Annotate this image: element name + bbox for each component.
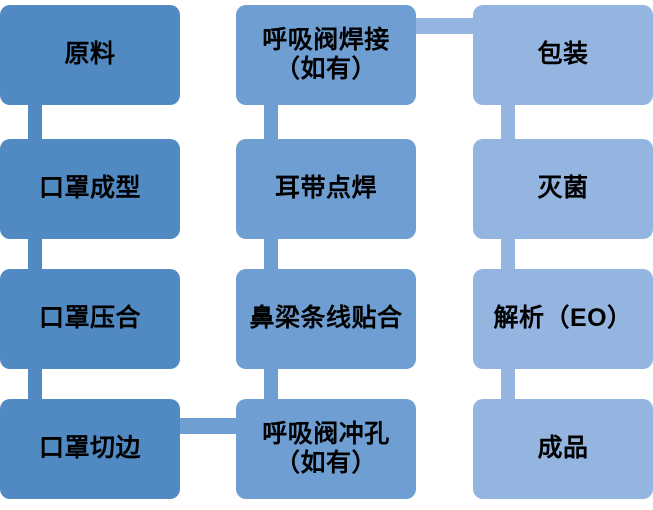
node-mask-pressing-label: 口罩压合 xyxy=(38,304,141,333)
node-packaging[interactable]: 包装 xyxy=(473,5,653,105)
node-desorption[interactable]: 解析（EO） xyxy=(473,269,653,369)
node-valve-punching-label: 呼吸阀冲孔 （如有） xyxy=(262,419,390,478)
connector-earloop-welding-to-nosewire-bonding xyxy=(264,233,278,271)
node-valve-welding[interactable]: 呼吸阀焊接 （如有） xyxy=(236,5,416,105)
node-raw-material[interactable]: 原料 xyxy=(0,5,180,105)
connector-mask-trimming-to-valve-punching xyxy=(180,418,238,434)
connector-desorption-to-finished-product xyxy=(501,363,515,401)
node-earloop-welding[interactable]: 耳带点焊 xyxy=(236,139,416,239)
node-earloop-welding-label: 耳带点焊 xyxy=(274,174,377,203)
node-finished-product[interactable]: 成品 xyxy=(473,399,653,499)
node-mask-forming-label: 口罩成型 xyxy=(38,174,141,203)
node-raw-material-label: 原料 xyxy=(64,40,116,69)
connector-nosewire-bonding-to-valve-punching xyxy=(264,363,278,401)
node-packaging-label: 包装 xyxy=(537,40,589,69)
node-mask-forming[interactable]: 口罩成型 xyxy=(0,139,180,239)
node-mask-pressing[interactable]: 口罩压合 xyxy=(0,269,180,369)
node-nosewire-bonding[interactable]: 鼻梁条线贴合 xyxy=(236,269,416,369)
node-valve-punching[interactable]: 呼吸阀冲孔 （如有） xyxy=(236,399,416,499)
node-desorption-label: 解析（EO） xyxy=(493,304,633,333)
connector-valve-welding-to-packaging xyxy=(416,18,474,34)
connector-valve-welding-to-earloop-welding xyxy=(264,103,278,141)
connector-mask-forming-to-mask-pressing xyxy=(28,233,42,271)
node-mask-trimming-label: 口罩切边 xyxy=(38,434,141,463)
node-mask-trimming[interactable]: 口罩切边 xyxy=(0,399,180,499)
node-finished-product-label: 成品 xyxy=(537,434,589,463)
node-valve-welding-label: 呼吸阀焊接 （如有） xyxy=(262,25,390,84)
node-sterilization[interactable]: 灭菌 xyxy=(473,139,653,239)
connector-mask-pressing-to-mask-trimming xyxy=(28,363,42,401)
connector-raw-material-to-mask-forming xyxy=(28,103,42,141)
connector-packaging-to-sterilization xyxy=(501,103,515,141)
connector-sterilization-to-desorption xyxy=(501,233,515,271)
node-nosewire-bonding-label: 鼻梁条线贴合 xyxy=(249,304,403,333)
node-sterilization-label: 灭菌 xyxy=(537,174,589,203)
